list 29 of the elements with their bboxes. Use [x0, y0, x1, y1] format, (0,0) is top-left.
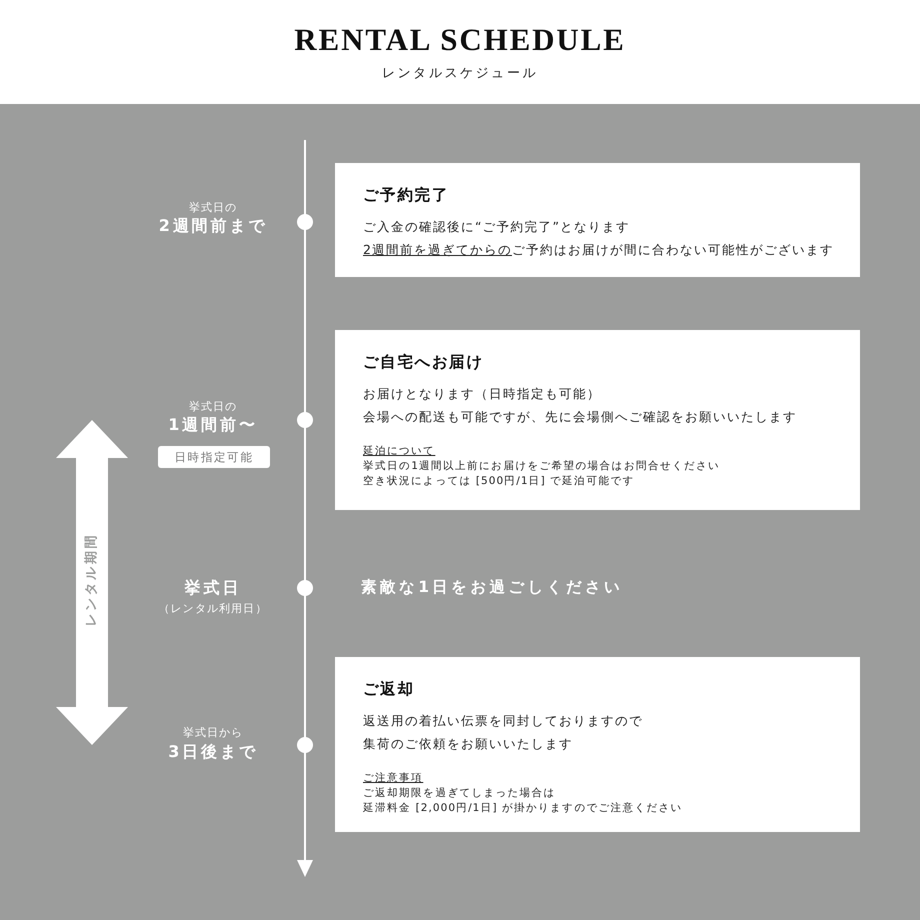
card-heading: ご返却 [363, 679, 416, 700]
timeline-label: 挙式日 [184, 578, 242, 598]
schedule-card [335, 657, 860, 832]
note-text: ご返却期限を過ぎてしまった場合は [363, 786, 557, 801]
schedule-card [335, 163, 860, 277]
timeline-label: 2週間前まで [158, 216, 268, 236]
note-heading: 延泊について [363, 444, 436, 459]
card-heading: ご自宅へお届け [363, 352, 485, 373]
period-label: レンタル期間 [84, 533, 100, 627]
card-heading: ご予約完了 [363, 185, 450, 206]
card-text: お届けとなります（日時指定も可能） [363, 385, 602, 403]
timeline-label: 1週間前〜 [168, 415, 258, 434]
timeline-label: 3日後まで [168, 742, 258, 762]
card-text: 集荷のご依頼をお願いいたします [363, 735, 574, 754]
note-text: 挙式日の1週間以上前にお届けをご希望の場合はお問合せください [363, 458, 722, 474]
card-text: 返送用の着払い伝票を同封しておりますので [363, 712, 644, 730]
tag-label: 日時指定可能 [158, 446, 270, 468]
timeline-label: レンタルスケジュール [382, 66, 538, 82]
timeline-label: 素敵な1日をお過ごしください [360, 578, 624, 597]
note-text: 延滞料金 [2,000円/1日] が掛かりますのでご注意ください [363, 801, 684, 816]
timeline-label: 挙式日の [188, 400, 238, 414]
timeline-label: （レンタル利用日） [158, 602, 268, 616]
note-text: 空き状況によっては [500円/1日] で延泊可能です [363, 474, 636, 490]
schedule-card [335, 330, 860, 510]
timeline-label: 挙式日の [188, 201, 238, 214]
timeline-label: 挙式日から [182, 726, 244, 740]
title: RENTAL SCHEDULE [293, 22, 627, 58]
card-text: ご入金の確認後に“ご予約完了”となります [363, 218, 631, 236]
card-text: 会場への配送も可能ですが、先に会場側へご確認をお願いいたします [363, 408, 798, 426]
